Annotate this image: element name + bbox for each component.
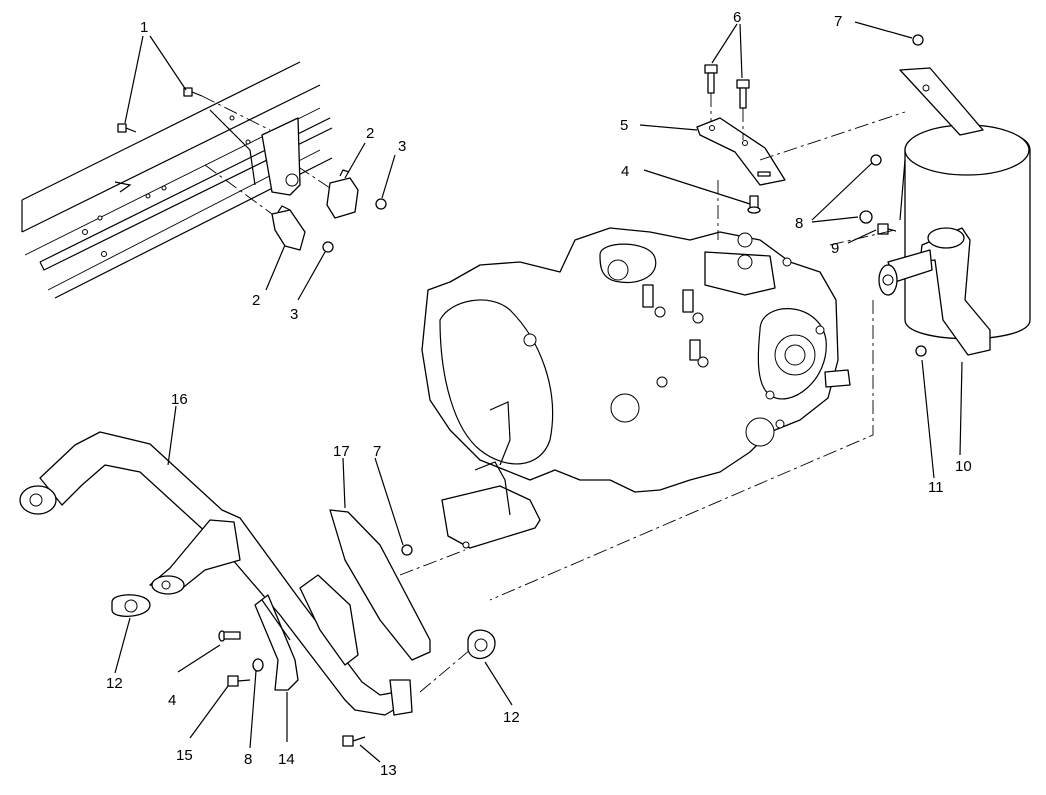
- callout-3-lower: 3: [290, 306, 298, 323]
- leader-lines: [114, 21, 963, 763]
- frame-rail: [21, 61, 333, 299]
- callout-12-right: 12: [503, 709, 520, 726]
- callout-labels: 1 2 3 2 3 6 7 5 4 8 9 10 11 16 17 7 12 4…: [106, 9, 972, 779]
- pipe-bracket-part-14: [254, 594, 299, 691]
- callout-5: 5: [620, 117, 628, 134]
- heat-shield-part-17: [299, 509, 431, 666]
- bolt-part-13: [342, 735, 366, 747]
- callout-6: 6: [733, 9, 741, 26]
- callout-7-upper: 7: [834, 13, 842, 30]
- muffler-bracket-part-5: [696, 117, 786, 186]
- callout-7-lower: 7: [373, 443, 381, 460]
- lower-mount-bracket: [441, 401, 541, 549]
- callout-2-upper: 2: [366, 125, 374, 142]
- callout-17: 17: [333, 443, 350, 460]
- bolt-part-1: [117, 87, 271, 133]
- transaxle-housing: [421, 227, 851, 493]
- washer-part-8-upper: [859, 154, 882, 224]
- bolt-part-4-lower: [218, 630, 241, 642]
- mount-bracket-part-2: [271, 169, 359, 251]
- gasket-part-12: [111, 594, 496, 660]
- callout-10: 10: [955, 458, 972, 475]
- callout-4-upper: 4: [621, 163, 629, 180]
- callout-9: 9: [831, 240, 839, 257]
- callout-4-lower: 4: [168, 692, 176, 709]
- bolt-part-6: [704, 64, 750, 140]
- callout-1: 1: [140, 19, 148, 36]
- nut-part-11: [915, 345, 927, 357]
- callout-8-upper: 8: [795, 215, 803, 232]
- callout-2-lower: 2: [252, 292, 260, 309]
- washer-part-8-lower: [252, 658, 264, 672]
- callout-3-upper: 3: [398, 138, 406, 155]
- callout-14: 14: [278, 751, 295, 768]
- bolt-part-4-upper: [717, 180, 761, 240]
- exhaust-pipe-part-16: [19, 431, 413, 716]
- callout-15: 15: [176, 747, 193, 764]
- callout-11: 11: [928, 479, 944, 496]
- bolt-part-15: [227, 675, 251, 687]
- callout-16: 16: [171, 391, 188, 408]
- muffler-part-10: [759, 34, 1031, 356]
- nut-part-3: [204, 164, 387, 253]
- callout-12-left: 12: [106, 675, 123, 692]
- callout-13: 13: [380, 762, 397, 779]
- callout-8-lower: 8: [244, 751, 252, 768]
- bolt-part-9: [877, 223, 897, 235]
- assembly-centerlines: [399, 229, 896, 693]
